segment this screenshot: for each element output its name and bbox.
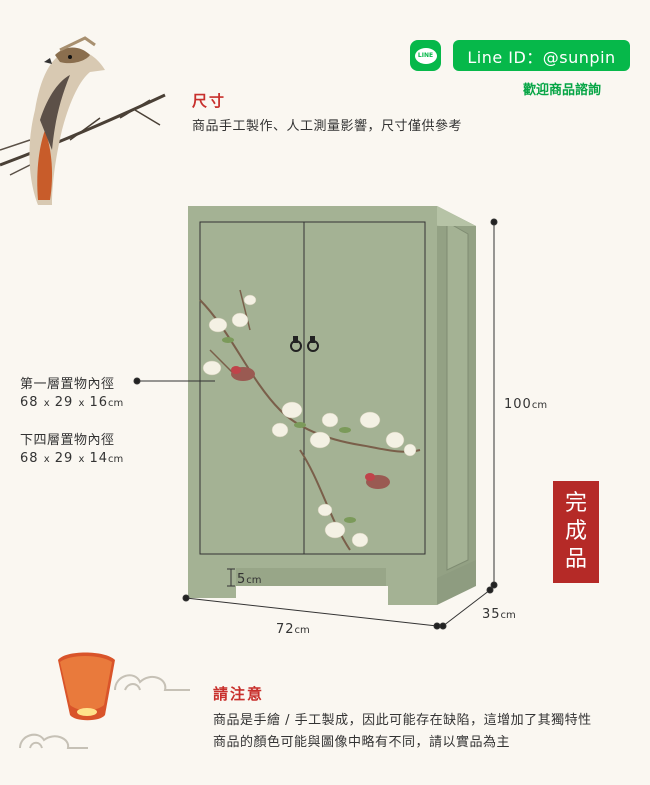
- bird-illustration: [29, 36, 105, 205]
- depth-dimension: 35cm: [482, 607, 516, 622]
- size-title: 尺寸: [192, 92, 227, 110]
- notice-line-2: 商品的顏色可能與圖像中略有不同，請以實品為主: [213, 735, 511, 750]
- shelf-first-label: 第一層置物內徑: [20, 377, 115, 392]
- notice-line-1: 商品是手繪 / 手工製成，因此可能存在缺陷，這增加了其獨特性: [213, 713, 592, 728]
- notice-title: 請注意: [213, 685, 265, 703]
- shelf-first-dims: 68 x 29 x 16cm: [20, 395, 124, 410]
- line-logo-icon: LINE: [410, 40, 441, 71]
- leg-height-dimension: 5cm: [237, 572, 262, 587]
- finished-product-stamp: 完 成 品: [553, 481, 599, 583]
- line-subtitle: 歡迎商品諮詢: [523, 83, 602, 98]
- sky-lantern-illustration: [58, 652, 115, 721]
- line-id-badge[interactable]: Line ID：@sunpin: [453, 40, 630, 71]
- cloud-ornament: [19, 674, 190, 749]
- shelf-lower-dims: 68 x 29 x 14cm: [20, 451, 124, 466]
- size-description: 商品手工製作、人工測量影響，尺寸僅供參考: [192, 119, 463, 134]
- shelf-lower-label: 下四層置物內徑: [20, 433, 115, 448]
- height-dimension: 100cm: [504, 397, 548, 412]
- width-dimension: 72cm: [276, 622, 310, 637]
- cabinet-image: [188, 206, 476, 605]
